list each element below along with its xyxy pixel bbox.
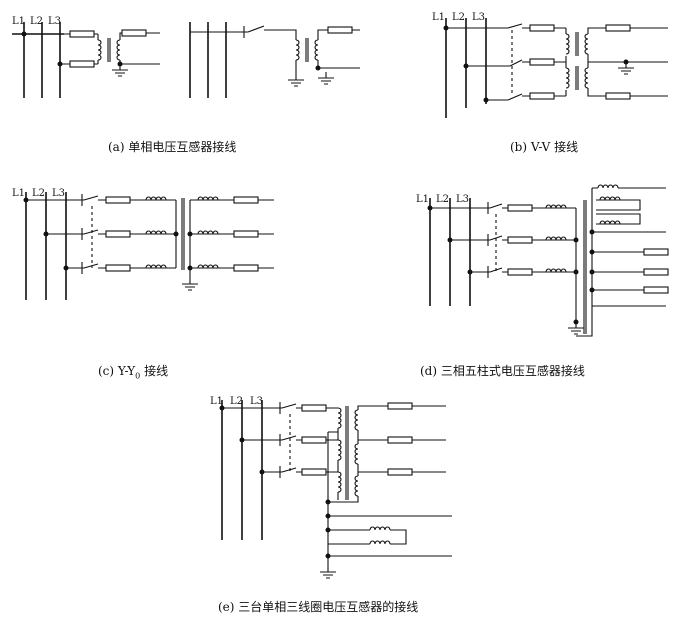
diagram-d-five-limb: L1 L2 L3: [416, 184, 669, 337]
diagram-e-three-winding: L1 L2 L3: [210, 396, 452, 579]
caption-c: (c) Y-Y0 接线: [98, 362, 168, 380]
bus-label-l3: L3: [52, 188, 65, 199]
caption-c-tail: 接线: [140, 364, 169, 378]
bus-label-l2: L2: [30, 16, 43, 27]
bus-label-l1: L1: [210, 396, 223, 407]
bus-label-l1: L1: [416, 194, 429, 205]
bus-label-l3: L3: [250, 396, 263, 407]
bus-label-l3: L3: [472, 12, 485, 23]
diagram-a-single-phase: L1 L2 L3: [12, 16, 360, 98]
caption-b: (b) V-V 接线: [510, 140, 579, 154]
bus-label-l2: L2: [452, 12, 465, 23]
diagram-b-v-v: L1 L2 L3: [432, 12, 668, 118]
bus-label-l1: L1: [432, 12, 445, 23]
bus-label-l2: L2: [436, 194, 449, 205]
bus-label-l3: L3: [456, 194, 469, 205]
bus-label-l2: L2: [230, 396, 243, 407]
caption-a: (a) 单相电压互感器接线: [108, 140, 237, 154]
bus-label-l1: L1: [12, 16, 25, 27]
caption-c-main: (c) Y-Y: [98, 364, 136, 378]
caption-e: (e) 三台单相三线圈电压互感器的接线: [218, 600, 419, 614]
bus-labels-a: L1 L2 L3: [12, 16, 61, 27]
bus-label-l1: L1: [12, 188, 25, 199]
caption-c-subscript: 0: [135, 371, 141, 381]
bus-label-l2: L2: [32, 188, 45, 199]
bus-label-l3: L3: [48, 16, 61, 27]
caption-d: (d) 三相五柱式电压互感器接线: [420, 364, 585, 378]
diagram-c-y-y0: L1 L2 L3: [12, 188, 274, 300]
